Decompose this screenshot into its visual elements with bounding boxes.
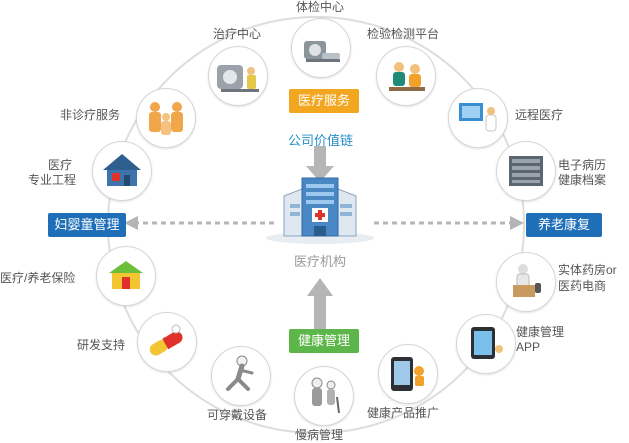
emr-label-line1: 电子病历 bbox=[558, 158, 607, 172]
remote-medical-label: 远程医疗 bbox=[515, 108, 564, 122]
treatment-center-label: 治疗中心 bbox=[213, 27, 262, 41]
medical-engineering-node[interactable] bbox=[92, 141, 152, 201]
wearable-device-label: 可穿戴设备 bbox=[207, 408, 268, 422]
scanner-machine-icon bbox=[304, 41, 340, 62]
rnd-support-node[interactable] bbox=[137, 312, 197, 372]
lab-testing-node[interactable] bbox=[376, 46, 436, 106]
pharmacy-label-line2: 医药电商 bbox=[558, 279, 607, 293]
pharmacy-label-line1: 实体药房or bbox=[558, 263, 617, 277]
tablet-app-icon bbox=[471, 327, 503, 359]
treatment-center-node[interactable] bbox=[208, 46, 268, 106]
health-app-label-line1: 健康管理 bbox=[516, 325, 565, 339]
hospital-building-icon bbox=[266, 177, 374, 244]
arrow-left-dashed-icon bbox=[124, 216, 274, 230]
runner-icon bbox=[226, 355, 254, 391]
insurance-label: 医疗/养老保险 bbox=[0, 271, 76, 285]
arrow-up-icon bbox=[307, 278, 333, 336]
product-promotion-node[interactable] bbox=[378, 344, 438, 404]
lab-doctor-icon bbox=[389, 62, 425, 91]
non-clinical-services-label: 非诊疗服务 bbox=[60, 108, 121, 122]
phone-promotion-icon bbox=[391, 357, 424, 391]
product-promotion-label: 健康产品推广 bbox=[367, 406, 440, 420]
medical-service-tag: 医疗服务 bbox=[289, 89, 359, 113]
pharmacy-node[interactable] bbox=[496, 252, 556, 312]
elderly-rehab-tag: 养老康复 bbox=[526, 213, 602, 237]
value-chain-label: 公司价值链 bbox=[288, 133, 354, 148]
maternal-child-tag: 妇婴童管理 bbox=[48, 213, 126, 237]
remote-screen-icon bbox=[459, 103, 497, 132]
server-rack-icon bbox=[509, 156, 543, 186]
house-icon bbox=[103, 154, 141, 186]
arrow-right-dashed-icon bbox=[374, 216, 524, 230]
emr-node[interactable] bbox=[496, 141, 556, 201]
insurance-house-icon bbox=[109, 261, 143, 289]
pill-capsule-icon bbox=[149, 324, 183, 356]
delivery-person-icon bbox=[513, 264, 541, 297]
wearable-device-node[interactable] bbox=[211, 346, 271, 406]
family-icon bbox=[149, 102, 183, 135]
mri-machine-icon bbox=[217, 65, 259, 92]
chronic-disease-label: 慢病管理 bbox=[295, 428, 344, 442]
remote-medical-node[interactable] bbox=[448, 88, 508, 148]
checkup-center-node[interactable] bbox=[291, 18, 351, 78]
rnd-support-label: 研发支持 bbox=[77, 338, 126, 352]
lab-testing-label: 检验检测平台 bbox=[367, 27, 440, 41]
emr-label-line2: 健康档案 bbox=[558, 173, 607, 187]
hospital-label: 医疗机构 bbox=[294, 254, 347, 269]
checkup-center-label: 体检中心 bbox=[296, 0, 345, 14]
medical-engineering-label-line2: 专业工程 bbox=[28, 173, 77, 187]
chronic-disease-node[interactable] bbox=[294, 366, 354, 426]
non-clinical-services-node[interactable] bbox=[136, 88, 196, 148]
elderly-walker-icon bbox=[311, 377, 340, 414]
health-app-label-line2: APP bbox=[516, 340, 541, 354]
medical-engineering-label-line1: 医疗 bbox=[48, 158, 73, 172]
insurance-node[interactable] bbox=[96, 246, 156, 306]
health-management-tag: 健康管理 bbox=[289, 329, 359, 353]
health-app-node[interactable] bbox=[456, 314, 516, 374]
arrow-down-icon bbox=[306, 146, 334, 182]
